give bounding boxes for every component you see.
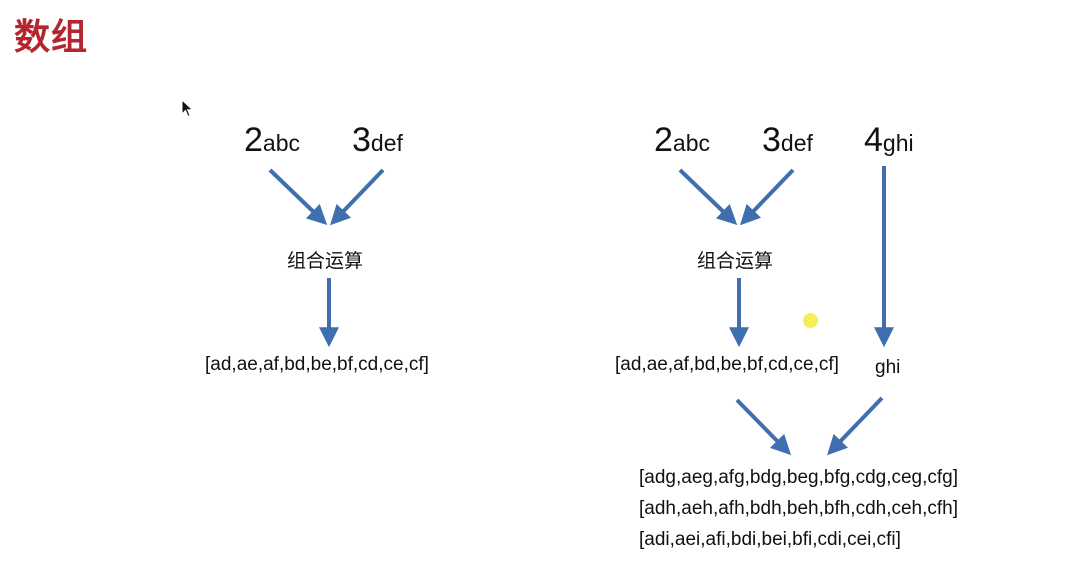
key-letters: def	[780, 130, 813, 156]
arrow-right-3-to-op	[740, 168, 795, 226]
key-letters: def	[370, 130, 403, 156]
passthrough-ghi: ghi	[875, 357, 901, 378]
key-2-abc-left: 2abc	[244, 123, 300, 157]
operation-label-left: 组合运算	[287, 250, 364, 272]
key-4-ghi-right: 4ghi	[864, 123, 914, 157]
key-digit: 2	[654, 121, 673, 159]
arrow-result-to-final	[735, 398, 792, 456]
key-letters: abc	[262, 130, 301, 156]
intermediate-result-right: [ad,ae,af,bd,be,bf,cd,ce,cf]	[615, 354, 839, 375]
key-2-abc-right: 2abc	[654, 123, 710, 157]
arrow-left-3-to-op	[330, 168, 385, 226]
key-digit: 4	[864, 121, 883, 159]
highlight-dot	[803, 313, 818, 328]
key-digit: 3	[352, 121, 371, 159]
key-letters: ghi	[882, 130, 914, 156]
key-3-def-left: 3def	[352, 123, 403, 157]
final-result-row-g: [adg,aeg,afg,bdg,beg,bfg,cdg,ceg,cfg]	[639, 467, 959, 488]
mouse-cursor-icon	[181, 99, 194, 118]
key-digit: 2	[244, 121, 263, 159]
arrow-left-2-to-op	[268, 168, 328, 225]
key-letters: abc	[672, 130, 711, 156]
final-result-row-h: [adh,aeh,afh,bdh,beh,bfh,cdh,ceh,cfh]	[639, 498, 959, 519]
page-title: 数组	[14, 17, 89, 58]
arrow-ghi-to-final	[827, 396, 884, 456]
final-result-row-i: [adi,aei,afi,bdi,bei,bfi,cdi,cei,cfi]	[639, 529, 901, 550]
result-left: [ad,ae,af,bd,be,bf,cd,ce,cf]	[205, 354, 429, 375]
key-digit: 3	[762, 121, 781, 159]
operation-label-right: 组合运算	[697, 250, 774, 272]
key-3-def-right: 3def	[762, 123, 813, 157]
arrow-right-2-to-op	[678, 168, 738, 225]
